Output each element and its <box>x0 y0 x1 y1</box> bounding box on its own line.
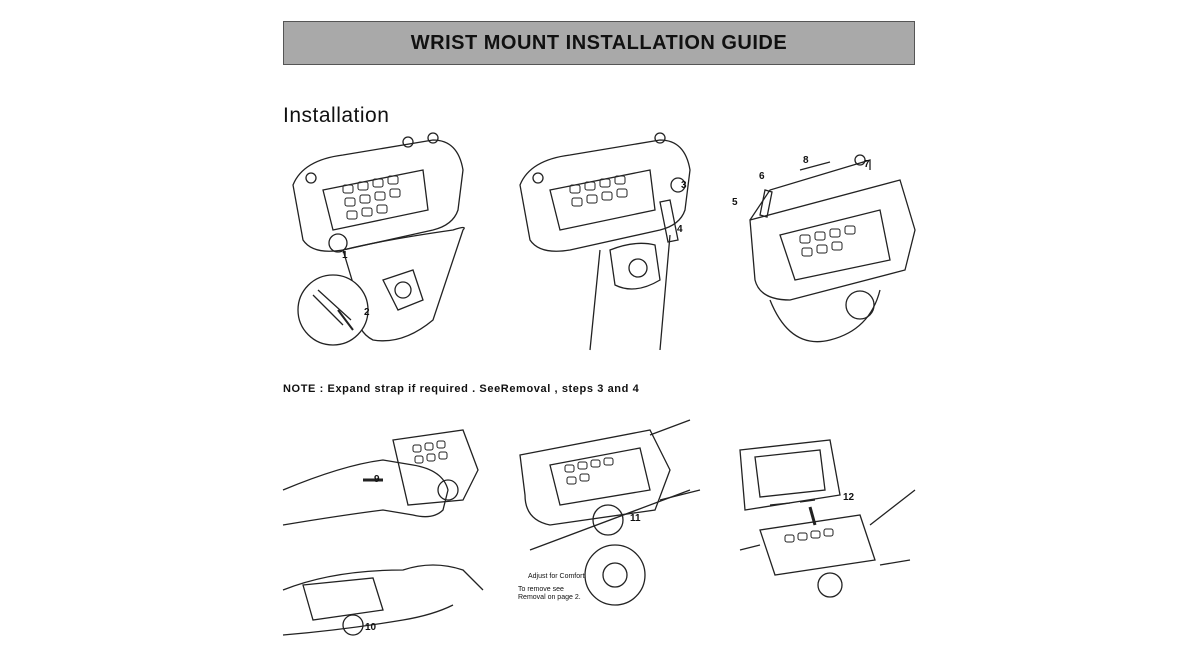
step-8-label: 8 <box>803 155 809 166</box>
figure-step-5-8 <box>730 150 920 355</box>
step-4-label: 4 <box>677 224 683 235</box>
section-heading: Installation <box>283 104 390 127</box>
note-text: NOTE : Expand strap if required . SeeRem… <box>283 383 640 395</box>
remove-callout-line-1: To remove see <box>518 586 564 593</box>
title-banner: WRIST MOUNT INSTALLATION GUIDE <box>283 21 915 65</box>
step-7-label: 7 <box>864 159 870 170</box>
step-2-label: 2 <box>364 307 370 318</box>
adjust-callout: Adjust for Comfort <box>528 573 585 580</box>
figure-step-3-4 <box>510 130 700 355</box>
figure-step-1-2 <box>283 130 483 355</box>
step-1-label: 1 <box>342 250 348 261</box>
step-5-label: 5 <box>732 197 738 208</box>
figure-step-12 <box>730 435 920 625</box>
step-10-label: 10 <box>365 622 377 633</box>
figure-step-11 <box>510 410 710 615</box>
step-9-label: 9 <box>374 474 380 485</box>
step-3-label: 3 <box>681 180 687 191</box>
step-11-label: 11 <box>630 513 641 524</box>
step-6-label: 6 <box>759 171 765 182</box>
remove-callout-line-2: Removal on page 2. <box>518 594 581 601</box>
page-title: WRIST MOUNT INSTALLATION GUIDE <box>410 31 788 54</box>
figure-step-9-10 <box>282 420 493 655</box>
step-12-label: 12 <box>843 492 855 503</box>
